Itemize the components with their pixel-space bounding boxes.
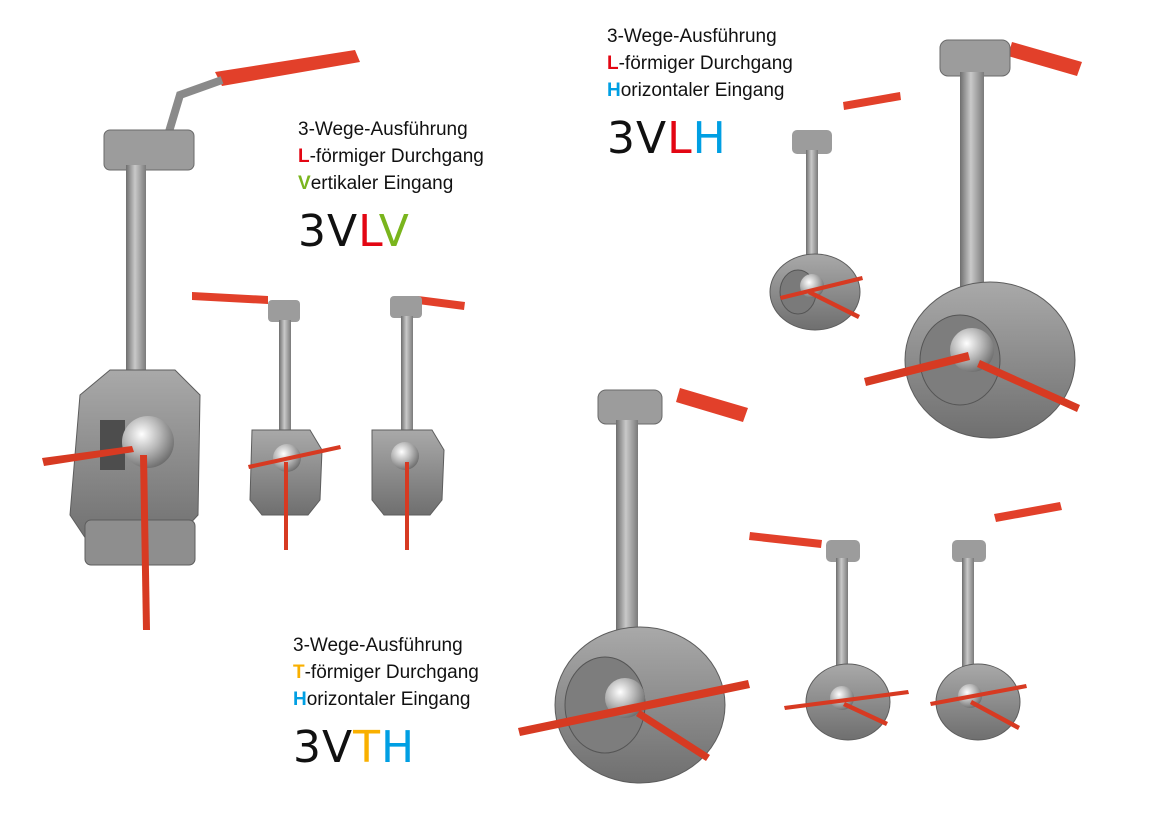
inlet-line: Horizontaler Eingang [607,77,793,104]
code-letter-2: V [378,206,410,257]
code-letter-1: L [667,113,693,164]
variant-label-3vlv: 3-Wege-Ausführung L-förmiger Durchgang V… [298,116,484,257]
valve-handle [215,50,360,86]
valve-3vlv-large [42,50,360,630]
inlet-text: orizontaler Eingang [620,80,785,101]
code-letter-1: T [353,722,381,773]
valve-3vth-small-2 [930,502,1062,741]
inlet-letter: H [293,689,307,710]
inlet-line: Vertikaler Eingang [298,170,484,197]
passage-text: -förmiger Durchgang [309,146,484,167]
inlet-letter: V [298,173,311,194]
passage-letter: T [293,662,305,683]
variant-code: 3VLH [607,114,793,164]
passage-text: -förmiger Durchgang [304,662,479,683]
passage-line: T-förmiger Durchgang [293,659,479,686]
design-line: 3-Wege-Ausführung [298,119,468,140]
passage-line: L-förmiger Durchgang [607,50,793,77]
valve-3vlh-large [864,39,1082,439]
passage-text: -förmiger Durchgang [618,53,793,74]
code-letter-2: H [380,722,416,773]
valve-3vth-large [518,388,750,784]
valve-3vth-small-1 [749,532,909,741]
design-line: 3-Wege-Ausführung [293,635,463,656]
code-letter-1: L [358,206,379,257]
design-line: 3-Wege-Ausführung [607,26,777,47]
code-prefix: 3V [298,206,359,257]
inlet-line: Horizontaler Eingang [293,686,479,713]
inlet-text: ertikaler Eingang [310,173,454,194]
code-prefix: 3V [607,113,668,164]
code-letter-2: H [692,113,727,164]
valve-3vlh-small [769,92,901,331]
variant-label-3vth: 3-Wege-Ausführung T-förmiger Durchgang H… [293,632,479,773]
valve-3vlv-small-1 [192,292,341,550]
code-prefix: 3V [293,722,354,773]
valve-3vlv-small-2 [371,296,465,550]
inlet-letter: H [607,80,621,101]
passage-letter: L [298,146,310,167]
passage-letter: L [607,53,619,74]
variant-label-3vlh: 3-Wege-Ausführung L-förmiger Durchgang H… [607,23,793,164]
variant-code: 3VTH [293,723,479,773]
passage-line: L-förmiger Durchgang [298,143,484,170]
inlet-text: orizontaler Eingang [306,689,471,710]
variant-code: 3VLV [298,207,484,257]
